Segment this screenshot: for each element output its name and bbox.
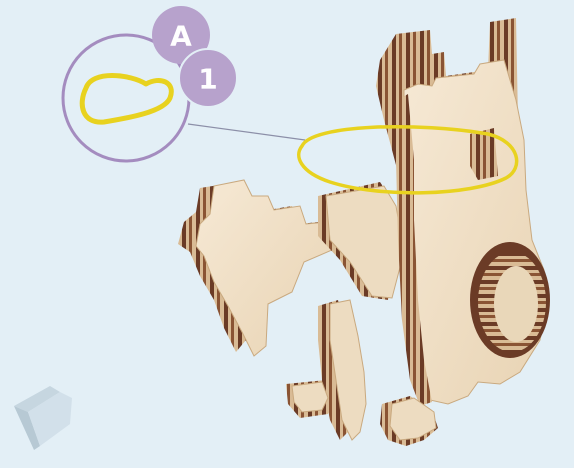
callout-leader-line (188, 124, 305, 140)
quantity-badge: 1 (179, 49, 237, 107)
corner-bracket-icon (14, 386, 72, 450)
part-letter-text: A (170, 20, 192, 53)
quantity-text: 1 (198, 63, 217, 96)
